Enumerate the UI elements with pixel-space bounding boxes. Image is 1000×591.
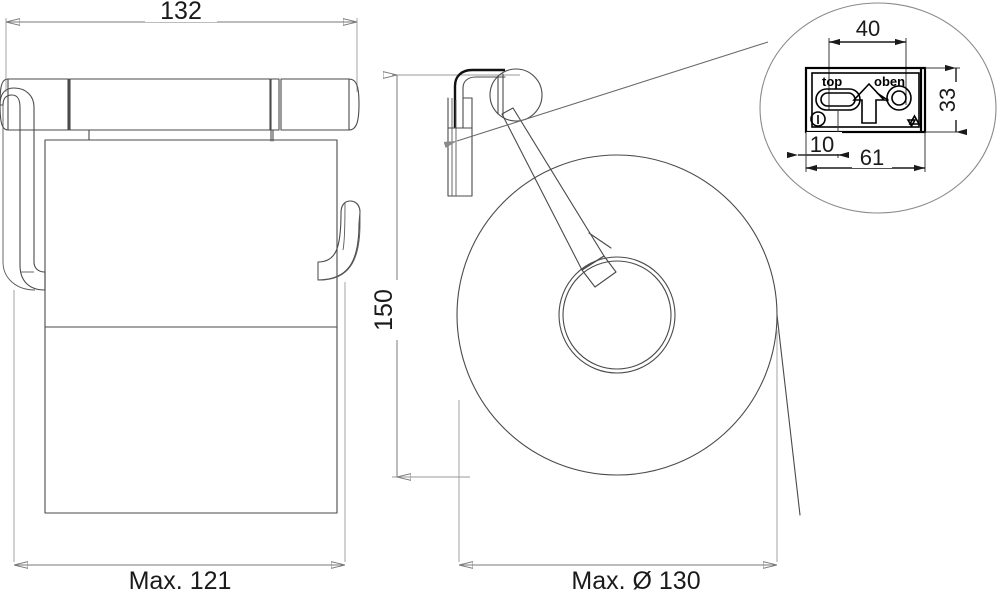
right-arm-inner-line xyxy=(342,202,346,251)
top-bar-left-cap xyxy=(7,78,69,131)
right-arm-outer-edge xyxy=(319,200,361,281)
paper-tail-edge xyxy=(776,314,801,516)
side-view: 150 Max. Ø 130 xyxy=(370,68,801,591)
up-arrow-icon xyxy=(852,82,886,124)
dim-label-bg-132 xyxy=(145,0,217,22)
dim-label-150: 150 xyxy=(370,289,398,331)
mounting-plate-inner xyxy=(811,72,920,128)
dim-label-bg-33 xyxy=(942,82,964,120)
dim-label-bg-150 xyxy=(378,280,400,340)
paper-roll-core-outer xyxy=(558,256,676,374)
arm-end-spindle xyxy=(581,255,617,288)
top-bar-right-end-curve xyxy=(348,78,360,131)
dim-label-132: 132 xyxy=(160,0,202,25)
front-view: 132 Max. 121 xyxy=(0,0,361,591)
dim-label-33: 33 xyxy=(935,88,960,112)
arrow-tick-dot xyxy=(885,98,889,102)
dim-label-40: 40 xyxy=(856,16,880,41)
bracket-wall-plate-edge xyxy=(453,68,505,128)
arm-pivot-knuckle xyxy=(489,68,543,122)
left-arm-inner-edge xyxy=(2,105,36,291)
circled-one-icon xyxy=(810,111,826,127)
top-bar-middle-segment xyxy=(69,78,271,131)
dim-label-max-dia-130: Max. Ø 130 xyxy=(571,567,700,591)
plate-label-oben: oben xyxy=(874,74,905,89)
arm-tip-seam xyxy=(588,232,612,249)
round-hole-inner-icon xyxy=(891,90,907,106)
dim-label-bg-61 xyxy=(852,144,892,168)
oval-slot-hole-inner-icon xyxy=(820,92,856,107)
dim-label-10: 10 xyxy=(810,132,834,157)
detail-leader-line xyxy=(443,41,769,148)
bracket-elbow-inner xyxy=(462,76,506,129)
right-u-arm xyxy=(317,200,361,281)
holder-arm xyxy=(501,107,605,271)
dim-label-max-121: Max. 121 xyxy=(129,567,232,591)
plate-label-top: top xyxy=(822,74,842,89)
arrow-tick-line xyxy=(876,92,887,100)
dim-label-bg-40 xyxy=(850,16,890,38)
paper-roll-outer xyxy=(456,154,778,476)
dim-label-bg-10 xyxy=(806,132,842,154)
top-bar-right-cap xyxy=(280,78,350,131)
dim-label-61: 61 xyxy=(860,145,884,170)
mounting-plate-outer xyxy=(804,66,927,134)
top-bar-middle-joint xyxy=(270,78,280,131)
paper-roll-core-inner xyxy=(562,260,672,370)
detail-callout: 40 top oben 33 xyxy=(443,2,997,214)
left-u-arm xyxy=(0,87,46,291)
detail-bubble-outline xyxy=(759,2,997,214)
triangle-recycle-sub-icon xyxy=(906,119,917,128)
top-bar-left-end-curve xyxy=(0,78,9,131)
round-hole-icon xyxy=(886,85,912,111)
